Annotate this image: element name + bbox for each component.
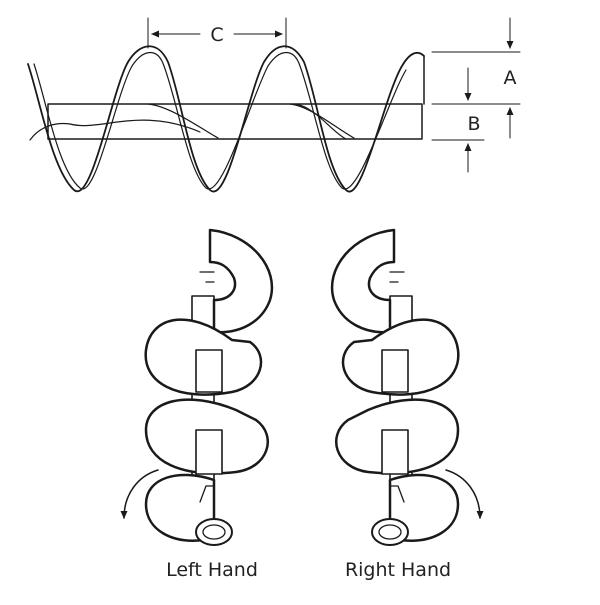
right-hand-caption: Right Hand <box>345 559 451 581</box>
dimension-c: C <box>147 17 287 49</box>
right-hand-screw <box>330 228 484 546</box>
screw-side-view: C A B <box>27 17 521 193</box>
dimension-a: A <box>431 17 521 139</box>
dimension-b: B <box>431 67 485 173</box>
flight-outer-edge <box>27 45 425 193</box>
dimension-c-label: C <box>210 24 223 46</box>
dimension-b-label: B <box>467 113 480 135</box>
flight-back-edges <box>29 103 355 141</box>
left-hand-caption: Left Hand <box>166 559 258 581</box>
right-rotation-arrow <box>445 469 484 519</box>
left-tube-end <box>195 518 233 546</box>
dimension-a-label: A <box>504 67 517 89</box>
left-hand-screw <box>120 228 274 546</box>
right-tube-end <box>371 518 409 546</box>
left-rotation-arrow <box>120 469 159 519</box>
